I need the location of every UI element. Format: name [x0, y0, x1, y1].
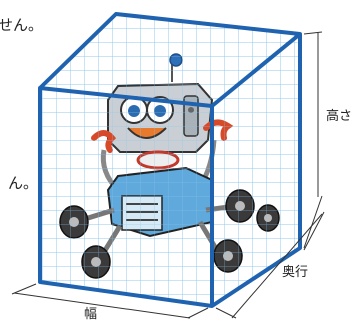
cube-front-faces [40, 14, 300, 306]
depth-dimension [215, 211, 325, 319]
depth-label: 奥行 [282, 265, 308, 280]
text-fragment-mid: ん。 [8, 174, 38, 192]
cube-edges [38, 12, 302, 308]
width-dimension [11, 283, 209, 319]
text-fragment-top: せん。 [0, 16, 43, 34]
width-label: 幅 [84, 307, 97, 322]
height-label: 高さ [326, 108, 352, 124]
height-dimension [303, 31, 323, 249]
